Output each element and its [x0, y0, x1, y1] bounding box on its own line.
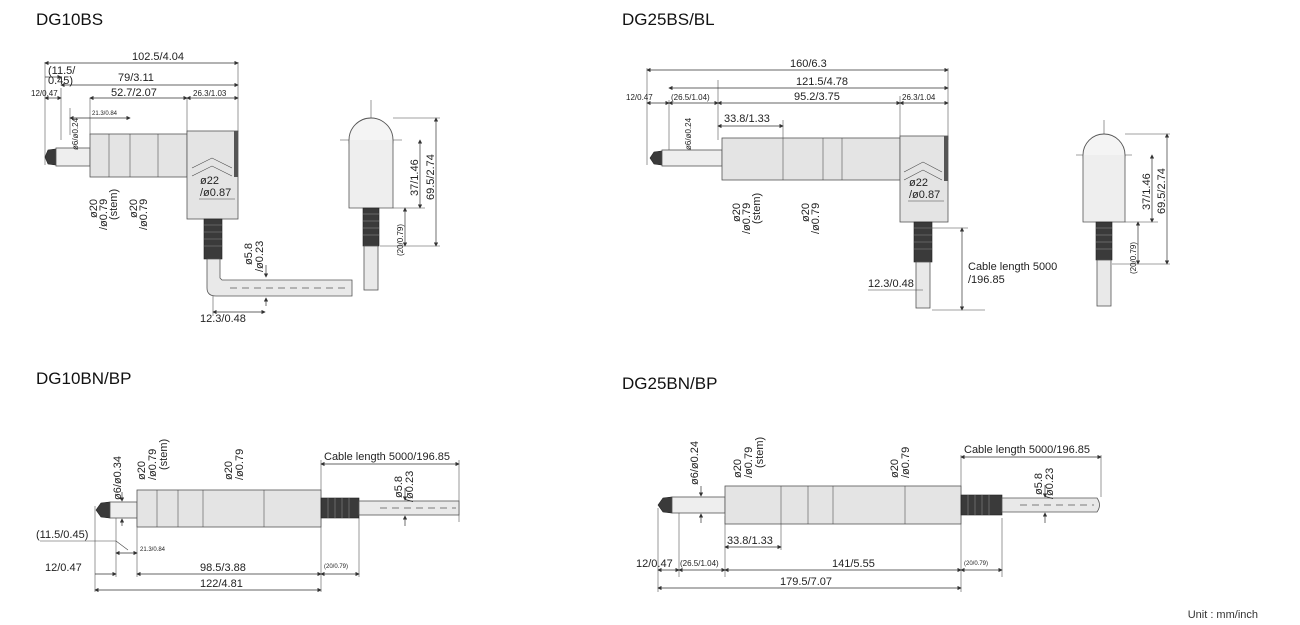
- dg10bs-dim-side-h2: 69.5/2.74: [425, 154, 437, 200]
- dg25bs-dim-stem-dia-b: /ø0.79: [741, 203, 753, 234]
- dg25bn-dim-tip: 12/0.47: [636, 558, 673, 570]
- dg25bs-dim-stem-dia-a: ø20: [731, 203, 743, 222]
- dg10bs-dim-stem-dia-b: /ø0.79: [98, 199, 110, 230]
- dg10bs-dim-body: 79/3.11: [118, 72, 154, 84]
- dg10bs-dim-offset-b: 0.45): [48, 75, 73, 87]
- dg25bn-dim-body-dia-a: ø20: [889, 459, 901, 478]
- dg25bn-dim-cable-len: Cable length 5000/196.85: [964, 444, 1090, 456]
- dg10bs-dim-side-h1: 37/1.46: [409, 159, 421, 196]
- dg10bn-dim-cable-len: Cable length 5000/196.85: [324, 451, 450, 463]
- dg10bn-dim-body-dia-a: ø20: [223, 461, 235, 480]
- dg25bs-dim-body: 121.5/4.78: [796, 76, 848, 88]
- dg25bs-dim-cable-len-b: /196.85: [968, 274, 1005, 286]
- dg10bn-dim-tip: 12/0.47: [45, 562, 82, 574]
- dg10bs-dim-offset-a: (11.5/: [48, 65, 76, 77]
- dg25bn-dim-body-dia-b: /ø0.79: [900, 447, 912, 478]
- dg10bs-dim-mid: 52.7/2.07: [111, 87, 157, 99]
- dg25bs-dim-offset: (26.5/1.04): [671, 93, 710, 102]
- dg25bs-dim-overall: 160/6.3: [790, 58, 827, 70]
- dg10bs-dim-tip: 12/0.47: [31, 89, 58, 98]
- dg25bs-dim-head-dia-a: ø22: [909, 177, 928, 189]
- dg25bs-dim-head-dia-b: /ø0.87: [909, 189, 940, 201]
- dg10bn-dim-end: (20/0.79): [324, 564, 348, 570]
- dg25bs-drawing: 160/6.3 121.5/4.78 12/0.47 (26.5/1.04) 9…: [626, 58, 1170, 311]
- dg10bs-dim-body-dia-a: ø20: [128, 199, 140, 218]
- dg10bn-dim-cable-dia-a: ø5.8: [393, 476, 405, 498]
- title-dg10bs: DG10BS: [36, 10, 104, 29]
- dg10bs-dim-stem-tag: (stem): [108, 189, 120, 220]
- dg10bs-dim-stem-dia-a: ø20: [88, 199, 100, 218]
- dg25bs-dim-side-h2: 69.5/2.74: [1156, 168, 1168, 214]
- dg25bn-dim-cable-dia-a: ø5.8: [1033, 473, 1045, 495]
- dg10bn-dim-overall: 122/4.81: [200, 578, 243, 590]
- dg25bn-dim-cable-dia-b: /ø0.23: [1044, 468, 1056, 499]
- dg10bn-dim-body-dia-b: /ø0.79: [234, 449, 246, 480]
- dg25bn-dim-body: 141/5.55: [832, 558, 875, 570]
- dg25bn-dim-stem-dia-a: ø20: [732, 459, 744, 478]
- dg25bs-dim-tip-dia: ø6/ø0.24: [684, 117, 693, 150]
- dg10bs-dim-cable-dia-b: /ø0.23: [254, 241, 266, 272]
- dg10bs-dim-cable-dia-a: ø5.8: [243, 243, 255, 265]
- title-dg25bn: DG25BN/BP: [622, 374, 718, 393]
- dg25bn-drawing: ø6/ø0.24 ø20 /ø0.79 (stem) ø20 /ø0.79 Ca…: [636, 437, 1102, 592]
- dg25bn-dim-offset: (26.5/1.04): [680, 559, 719, 568]
- dg10bn-dim-stem-dia-b: /ø0.79: [147, 449, 159, 480]
- dg25bs-dim-cable-len-a: Cable length 5000: [968, 261, 1057, 273]
- dg10bs-dim-head-dia-a: ø22: [200, 175, 219, 187]
- dg25bs-dim-stem-len: 33.8/1.33: [724, 113, 770, 125]
- dg25bn-dim-end: (20/0.79): [964, 561, 988, 567]
- title-dg10bn: DG10BN/BP: [36, 369, 132, 388]
- dg25bs-dim-body-dia-b: /ø0.79: [810, 203, 822, 234]
- dg25bs-dim-tip: 12/0.47: [626, 93, 653, 102]
- dg10bs-dim-overall: 102.5/4.04: [132, 51, 184, 63]
- dg10bn-dim-offset: (11.5/0.45): [36, 529, 88, 541]
- dg10bs-dim-body-dia-b: /ø0.79: [138, 199, 150, 230]
- dg25bn-dim-stem-dia-b: /ø0.79: [743, 447, 755, 478]
- dg10bn-dim-stem-tag: (stem): [158, 439, 170, 470]
- dg10bn-dim-stem-dia-a: ø20: [136, 461, 148, 480]
- unit-note: Unit : mm/inch: [1187, 609, 1258, 621]
- dg25bs-dim-stem-tag: (stem): [751, 193, 763, 224]
- dg25bs-dim-mid: 95.2/3.75: [794, 91, 840, 103]
- dg25bs-dim-body-dia-a: ø20: [800, 203, 812, 222]
- dg10bn-dim-tip-dia: ø6/ø0.34: [112, 456, 124, 500]
- dg25bn-dim-tip-dia: ø6/ø0.24: [689, 441, 701, 485]
- dg10bs-drawing: 102.5/4.04 (11.5/ 0.45) 79/3.11 12/0.47 …: [31, 51, 440, 325]
- dg10bs-dim-head: 26.3/1.03: [193, 89, 227, 98]
- dg10bs-dim-head-dia-b: /ø0.87: [200, 187, 231, 199]
- dg10bs-dim-side-h3: (20/0.79): [396, 224, 405, 256]
- dg10bs-dim-tip-dia: ø6/ø0.24: [71, 117, 80, 150]
- dg10bn-drawing: ø20 /ø0.79 (stem) ø20 /ø0.79 ø6/ø0.34 Ca…: [36, 439, 460, 593]
- dg25bs-dim-side-h3: (20/0.79): [1129, 242, 1138, 274]
- dg25bs-dim-side-h1: 37/1.46: [1141, 173, 1153, 210]
- dg10bs-dim-stem-len: 21.3/0.84: [92, 111, 118, 117]
- dg10bn-dim-cable-dia-b: /ø0.23: [404, 471, 416, 502]
- dg10bn-dim-stem-len: 21.3/0.84: [140, 547, 166, 553]
- dg25bn-dim-overall: 179.5/7.07: [780, 576, 832, 588]
- dg25bs-dim-head: 26.3/1.04: [902, 93, 936, 102]
- title-dg25bs: DG25BS/BL: [622, 10, 715, 29]
- dg25bn-dim-stem-tag: (stem): [754, 437, 766, 468]
- dg25bs-dim-cable-off: 12.3/0.48: [868, 278, 914, 290]
- dg10bn-dim-body: 98.5/3.88: [200, 562, 246, 574]
- dg10bs-dim-cable-off: 12.3/0.48: [200, 313, 246, 325]
- dg25bn-dim-stem-len: 33.8/1.33: [727, 535, 773, 547]
